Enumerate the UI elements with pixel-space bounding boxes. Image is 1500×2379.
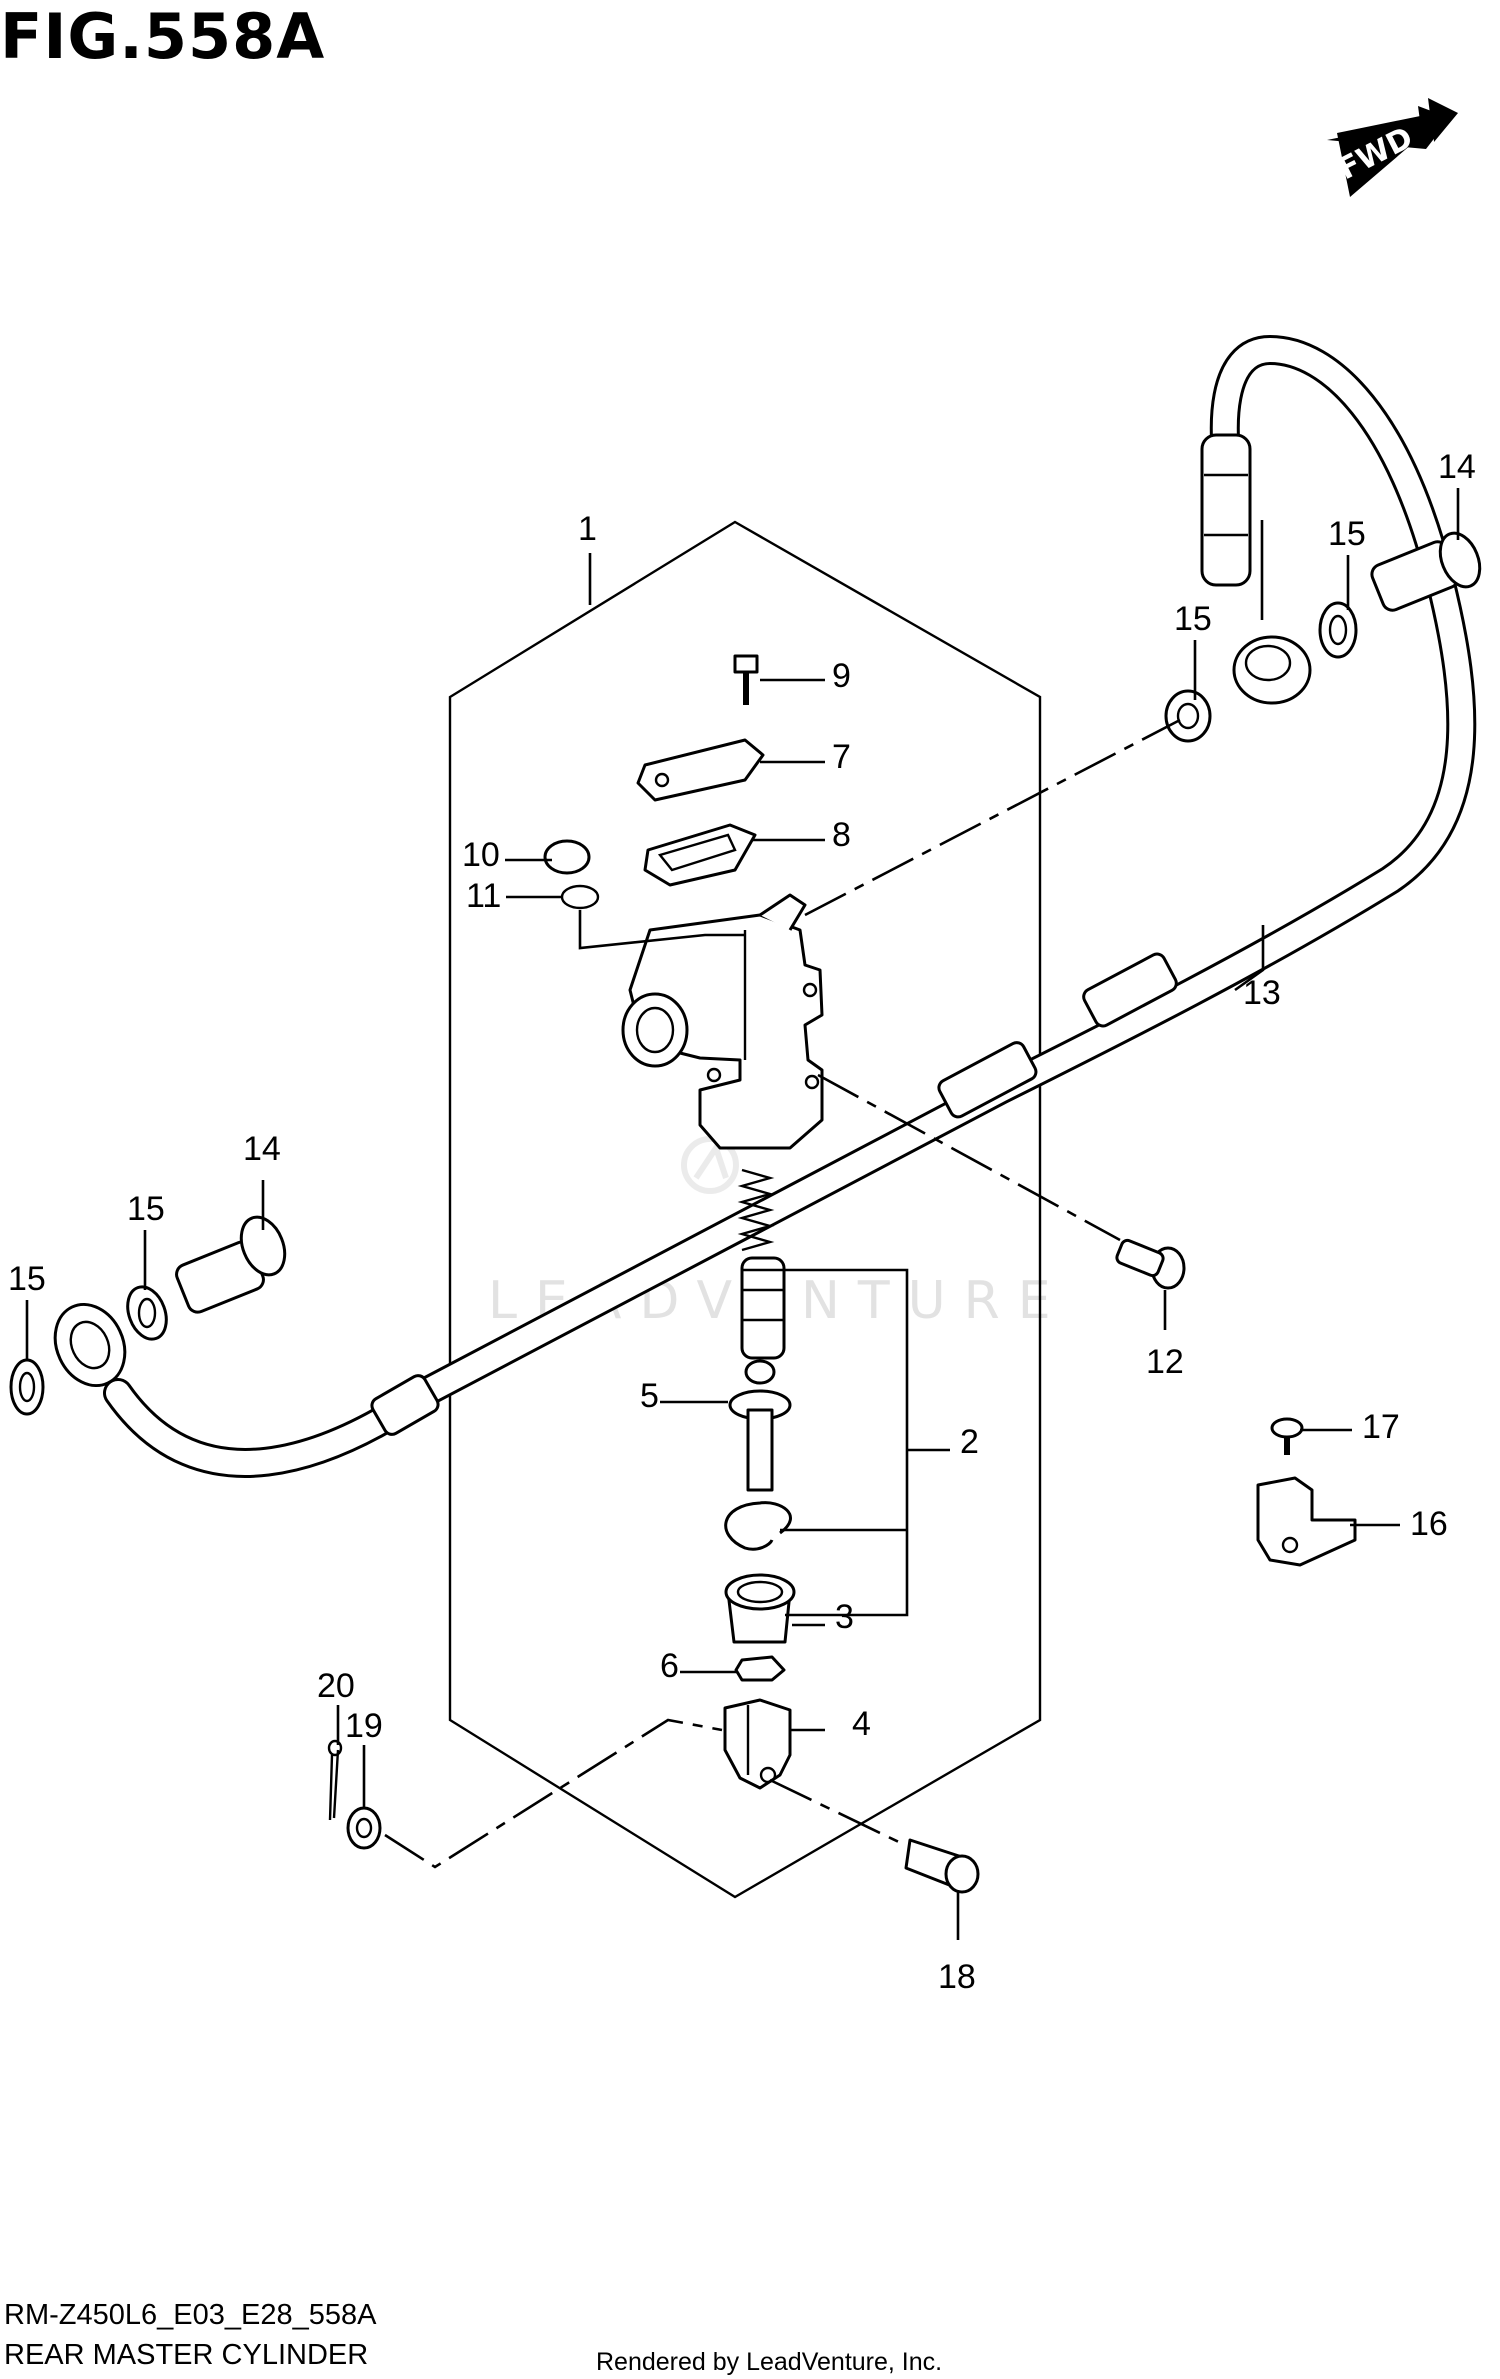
- washer-15-b: [126, 1285, 168, 1341]
- callout-15-mid-right: 15: [1174, 600, 1212, 638]
- callout-8: 8: [832, 816, 851, 854]
- boot: [724, 1573, 796, 1644]
- figure-title: FIG.558A: [0, 0, 325, 73]
- callout-15-top-right: 15: [1328, 515, 1366, 553]
- assembly-outline: [448, 520, 1042, 1899]
- callout-7: 7: [832, 738, 851, 776]
- callout-2: 2: [960, 1423, 979, 1461]
- callout-16: 16: [1410, 1505, 1448, 1543]
- callout-6: 6: [660, 1647, 679, 1685]
- cotter-pin-20: [327, 1739, 343, 1821]
- callout-20: 20: [317, 1667, 355, 1705]
- callout-4: 4: [852, 1705, 871, 1743]
- washer-19: [346, 1806, 382, 1850]
- callout-14-right: 14: [1438, 448, 1476, 486]
- callout-17: 17: [1362, 1408, 1400, 1446]
- callout-18: 18: [938, 1958, 976, 1996]
- pin-18: [904, 1838, 980, 1894]
- callout-13: 13: [1243, 974, 1281, 1012]
- washer-15-d: [1318, 601, 1358, 659]
- reservoir-diaphragm: [643, 823, 757, 887]
- render-credit: Rendered by LeadVenture, Inc.: [596, 2348, 942, 2376]
- clevis: [723, 1698, 792, 1790]
- reservoir-cap: [636, 738, 765, 802]
- figure-code: RM-Z450L6_E03_E28_558A: [4, 2299, 377, 2331]
- circlip: [724, 1501, 792, 1551]
- screw-17: [1270, 1417, 1304, 1455]
- leadventure-logo-icon: [681, 1136, 739, 1194]
- nut-6: [734, 1655, 786, 1682]
- master-cylinder-body: [621, 893, 824, 1150]
- screw-9: [733, 654, 759, 705]
- ring-11: [560, 884, 600, 910]
- figure-caption: REAR MASTER CYLINDER: [4, 2339, 368, 2371]
- brake-hose: [53, 334, 1477, 1478]
- callout-5: 5: [640, 1377, 659, 1415]
- union-bolt-left: [175, 1215, 287, 1314]
- callout-10: 10: [462, 836, 500, 874]
- callout-15-left: 15: [8, 1260, 46, 1298]
- bracket-16: [1256, 1476, 1357, 1567]
- callout-12: 12: [1146, 1343, 1184, 1381]
- fwd-arrow-icon: FWD: [1327, 98, 1458, 197]
- bolt-12: [1115, 1238, 1186, 1290]
- leader-lines: [25, 488, 1460, 1940]
- callouts: 1 2 3 4 5 6 7 8 9 10 11 12 13 14 14 15 1…: [8, 448, 1476, 1996]
- washer-15-c: [1164, 689, 1212, 743]
- callout-19: 19: [345, 1707, 383, 1745]
- union-bolt-right: [1370, 531, 1482, 612]
- callout-11: 11: [466, 877, 501, 915]
- callout-9: 9: [832, 657, 851, 695]
- washer-15-a: [9, 1358, 45, 1416]
- fitting-10: [543, 839, 591, 875]
- push-rod: [728, 1359, 792, 1492]
- spring-piston: [737, 1168, 786, 1360]
- callout-1: 1: [578, 510, 597, 548]
- callout-14-left: 14: [243, 1130, 281, 1168]
- callout-3: 3: [835, 1598, 854, 1636]
- callout-15-mid-left: 15: [127, 1190, 165, 1228]
